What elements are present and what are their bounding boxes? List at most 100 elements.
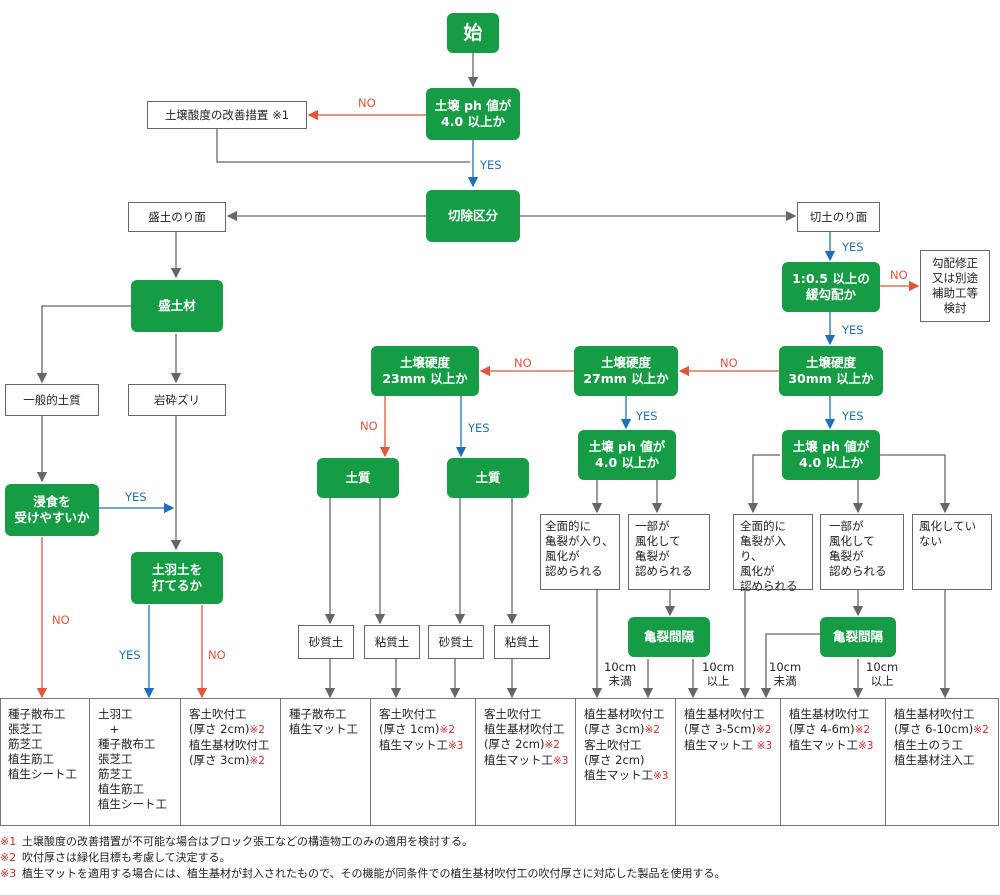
label-yes-hard23: YES xyxy=(468,421,490,435)
label-over-10cm-2: 10cm 以上 xyxy=(866,660,899,688)
result-cell-6: 客土吹付工植生基材吹付工(厚さ 2cm)※2 植生マット工※3 xyxy=(475,698,575,826)
result-line: 植生基材吹付工 xyxy=(484,722,565,736)
label-yes-soil-cover: YES xyxy=(119,648,141,662)
result-line: 筋芝工 xyxy=(8,737,43,751)
crack-gap-node-1: 亀裂間隔 xyxy=(628,617,710,657)
result-line: 植生筋工 xyxy=(8,752,54,766)
result-line: 張芝工 xyxy=(98,752,133,766)
result-cell-2: 土羽工 +種子散布工張芝工筋芝工植生筋工植生シート工 xyxy=(89,698,180,826)
footnote-marker: ※2 xyxy=(439,724,455,736)
crack-partial-box-2: 一部が 風化して 亀裂が 認められる xyxy=(820,514,904,590)
result-line: (厚さ 2cm)※2 xyxy=(189,722,265,736)
question-hardness-30: 土壌硬度 30mm 以上か xyxy=(779,346,883,396)
slope-fix-box: 勾配修正 又は別途 補助工等 検討 xyxy=(920,250,990,322)
label-no-hard23: NO xyxy=(360,419,378,433)
result-line: 種子散布工 xyxy=(289,707,347,721)
results-table xyxy=(0,698,999,826)
soil-node-a: 土質 xyxy=(317,458,399,498)
result-line: 植生マット工 xyxy=(289,722,358,736)
result-cell-1: 種子散布工張芝工筋芝工植生筋工植生シート工 xyxy=(0,698,89,826)
result-line: 植生シート工 xyxy=(8,767,77,781)
clay-soil-box-2: 粘質土 xyxy=(494,625,550,659)
label-no-slope: NO xyxy=(890,268,908,282)
cut-slope-box: 切土のり面 xyxy=(797,202,880,232)
result-cell-3: 客土吹付工(厚さ 2cm)※2 植生基材吹付工(厚さ 3cm)※2 xyxy=(180,698,280,826)
cut-type-node: 切除区分 xyxy=(426,190,520,242)
question-soil-cover: 土羽土を 打てるか xyxy=(131,552,223,604)
label-no-hard27: NO xyxy=(514,356,532,370)
result-line: (厚さ 6-10cm)※2 xyxy=(894,722,989,736)
question-hardness-27: 土壌硬度 27mm 以上か xyxy=(574,346,678,396)
result-line: 客土吹付工 xyxy=(189,707,247,721)
result-line: (厚さ 3-5cm)※2 xyxy=(684,722,772,736)
label-no-ph-top: NO xyxy=(358,96,376,110)
result-line: 筋芝工 xyxy=(98,767,133,781)
question-ph-top: 土壌 ph 値が 4.0 以上か xyxy=(426,88,520,140)
result-line: 植生土のう工 xyxy=(894,738,963,752)
label-under-10cm-2: 10cm 未満 xyxy=(769,660,802,688)
result-line: (厚さ 3cm)※2 xyxy=(584,722,660,736)
result-line: 客土吹付工 xyxy=(484,707,542,721)
result-cell-4: 種子散布工植生マット工 xyxy=(280,698,370,826)
crack-full-box-1: 全面的に 亀裂が入り、 風化が 認められる xyxy=(540,514,620,590)
result-line: 植生基材吹付工 xyxy=(789,707,870,721)
result-line: 植生基材吹付工 xyxy=(684,707,765,721)
footnote-marker: ※3 xyxy=(553,755,569,767)
result-line: (厚さ 1cm)※2 xyxy=(379,722,455,736)
result-line: (厚さ 3cm)※2 xyxy=(189,753,265,767)
label-yes-hard30: YES xyxy=(842,409,864,423)
result-line: 植生マット工※3 xyxy=(789,738,874,752)
label-yes-cut-slope: YES xyxy=(842,240,864,254)
question-ph-mid: 土壌 ph 値が 4.0 以上か xyxy=(578,430,676,480)
result-line: + xyxy=(98,722,120,736)
footnote-marker: ※2 xyxy=(644,724,660,736)
result-line: 植生基材注入工 xyxy=(894,753,975,767)
result-line: 植生基材吹付工 xyxy=(584,707,665,721)
crack-partial-box-1: 一部が 風化して 亀裂が 認められる xyxy=(628,514,710,590)
crack-gap-node-2: 亀裂間隔 xyxy=(820,617,896,657)
footnote-marker: ※3 xyxy=(858,740,874,752)
result-line: (厚さ 2cm)※2 xyxy=(484,737,560,751)
footnote-marker: ※2 xyxy=(973,724,989,736)
footnote-marker: ※3 xyxy=(653,770,669,782)
soil-node-b: 土質 xyxy=(447,458,529,498)
question-hardness-23: 土壌硬度 23mm 以上か xyxy=(371,346,479,396)
footnote-marker: ※2 xyxy=(249,755,265,767)
result-line: 植生基材吹付工 xyxy=(189,738,270,752)
clay-soil-box-1: 粘質土 xyxy=(364,625,420,659)
start-node: 始 xyxy=(447,13,499,53)
label-under-10cm-1: 10cm 未満 xyxy=(604,660,637,688)
result-cell-10: 植生基材吹付工(厚さ 6-10cm)※2 植生土のう工植生基材注入工 xyxy=(885,698,999,826)
result-line: 植生マット工※3 xyxy=(484,753,569,767)
result-line: 種子散布工 xyxy=(98,737,156,751)
result-line: 種子散布工 xyxy=(8,707,66,721)
footnote-marker: ※2 xyxy=(249,724,265,736)
fill-material-node: 盛土材 xyxy=(131,280,223,332)
footnote-marker: ※2 xyxy=(544,739,560,751)
label-yes-slope: YES xyxy=(842,323,864,337)
result-cell-8: 植生基材吹付工(厚さ 3-5cm)※2 植生マット工 ※3 xyxy=(675,698,780,826)
question-ph-right: 土壌 ph 値が 4.0 以上か xyxy=(782,430,880,480)
label-no-soil-cover: NO xyxy=(208,648,226,662)
sandy-soil-box-1: 砂質土 xyxy=(298,625,354,659)
rock-fragments-box: 岩砕ズリ xyxy=(128,384,226,416)
crack-full-box-2: 全面的に 亀裂が入り、 風化が 認められる xyxy=(733,514,813,593)
result-line: 植生基材吹付工 xyxy=(894,707,975,721)
question-erosion: 浸食を 受けやすいか xyxy=(5,484,99,536)
not-weathered-box: 風化してい ない xyxy=(912,514,992,590)
result-line: 植生筋工 xyxy=(98,782,144,796)
footnote-marker: ※2 xyxy=(755,724,772,736)
result-line: 植生マット工 ※3 xyxy=(684,738,773,752)
sandy-soil-box-2: 砂質土 xyxy=(428,625,484,659)
result-line: 植生マット工※3 xyxy=(584,768,669,782)
label-no-erosion: NO xyxy=(52,613,70,627)
fill-slope-box: 盛土のり面 xyxy=(128,202,226,232)
result-line: 客土吹付工 xyxy=(584,738,642,752)
label-yes-erosion: YES xyxy=(125,490,147,504)
